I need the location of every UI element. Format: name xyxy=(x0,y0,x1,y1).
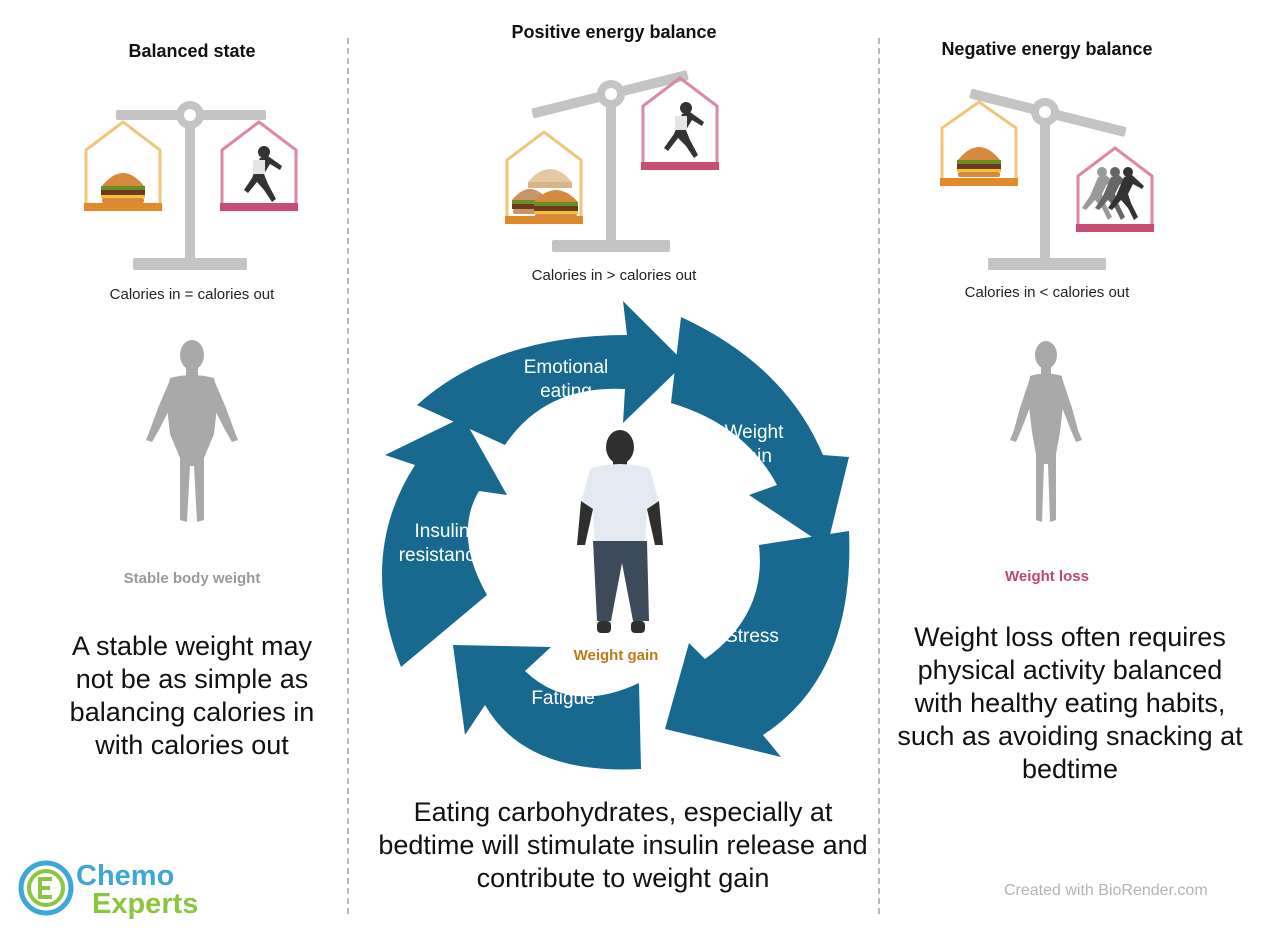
right-description: Weight loss often requires physical acti… xyxy=(897,622,1243,784)
negative-balance-title: Negative energy balance xyxy=(941,39,1153,59)
balanced-scale-icon xyxy=(84,101,298,270)
cycle-arrow-stress xyxy=(665,531,850,757)
fatigue-label: Fatigue xyxy=(531,688,595,709)
logo-text-chemo: Chemo xyxy=(76,860,175,892)
neutral-body-icon xyxy=(146,340,238,522)
burger-icon xyxy=(957,147,1001,177)
weight-loss-label: Weight loss xyxy=(1005,568,1089,585)
positive-balance-title: Positive energy balance xyxy=(511,22,717,42)
cycle-arrow-insulin xyxy=(382,417,507,667)
insulin-resistance-label: Insulin resistance xyxy=(398,521,486,566)
cycle-arrow-emotional-eating xyxy=(417,301,685,445)
weight-gain-cycle-label: Weight gain xyxy=(724,422,784,467)
figure-weight-gain-label: Weight gain xyxy=(573,647,659,664)
right-divider xyxy=(878,38,880,914)
center-description: Eating carbohydrates, especially at bedt… xyxy=(378,797,868,893)
burgers-icon xyxy=(512,169,578,219)
runner-icon xyxy=(664,102,704,158)
runner-icon xyxy=(244,146,282,202)
cycle-arrow-fatigue xyxy=(453,645,641,770)
stress-label: Stress xyxy=(725,626,779,647)
negative-caption: Calories in < calories out xyxy=(964,284,1130,301)
chemo-experts-logo-icon xyxy=(18,860,74,916)
left-divider xyxy=(347,38,349,914)
overweight-person-icon xyxy=(577,430,663,633)
weight-gain-cycle-diagram xyxy=(382,301,850,770)
emotional-eating-label: Emotional eating xyxy=(523,357,609,402)
positive-caption: Calories in > calories out xyxy=(531,267,697,284)
cycle-arrow-weight-gain xyxy=(671,317,849,547)
biorender-credit: Created with BioRender.com xyxy=(1004,882,1208,899)
runners-icon xyxy=(1082,167,1144,220)
slim-body-icon xyxy=(1010,341,1082,522)
negative-scale-icon xyxy=(940,88,1154,270)
balanced-state-title: Balanced state xyxy=(128,41,256,61)
positive-scale-icon xyxy=(505,70,719,252)
stable-weight-label: Stable body weight xyxy=(123,570,261,587)
left-description: A stable weight may not be as simple as … xyxy=(69,631,315,760)
logo-text-experts: Experts xyxy=(92,888,199,920)
balanced-caption: Calories in = calories out xyxy=(109,286,275,303)
burger-icon xyxy=(101,173,145,203)
